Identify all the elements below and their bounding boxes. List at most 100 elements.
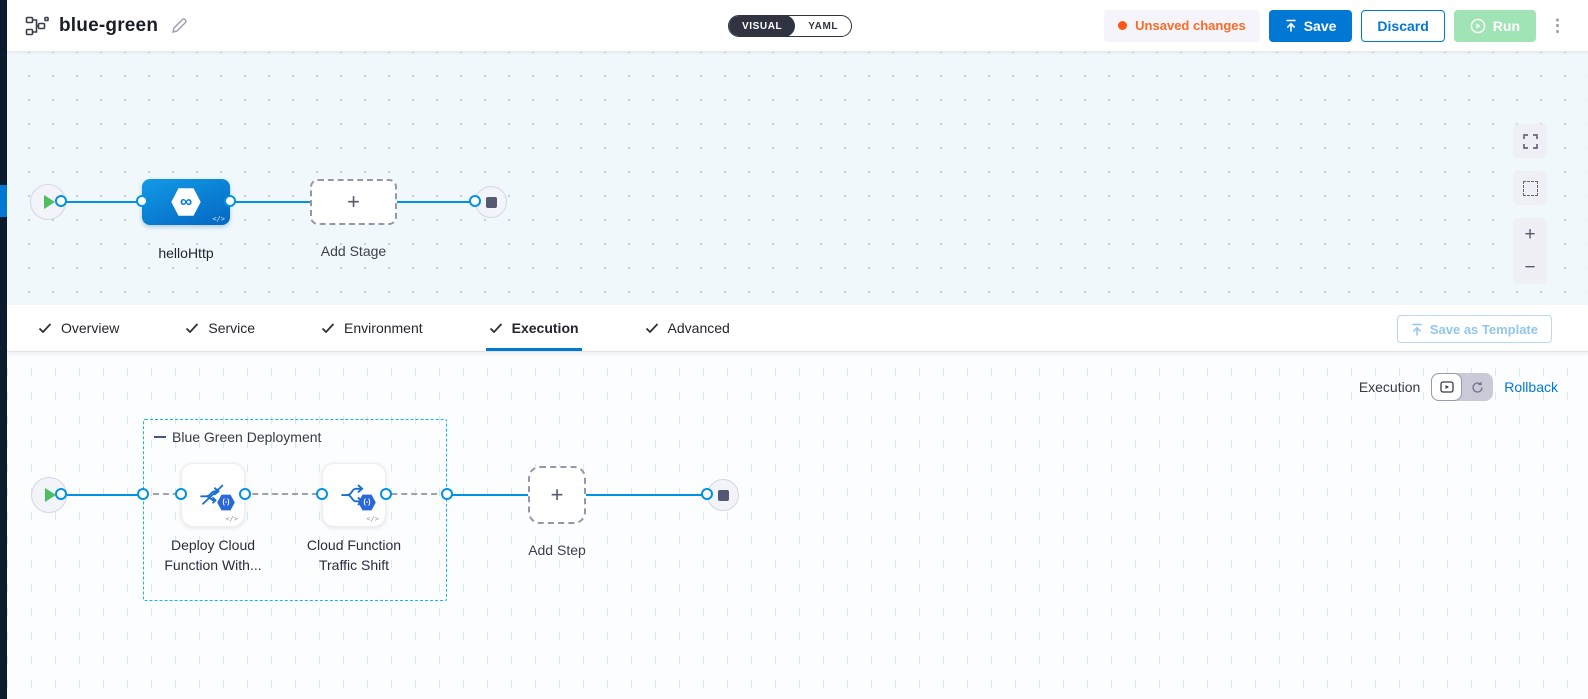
pipeline-studio: blue-green VISUAL YAML Unsaved changes S… [7, 0, 1588, 699]
edit-pencil-icon[interactable] [170, 17, 188, 35]
tab-label: Overview [61, 320, 120, 336]
step-label: Deploy Cloud Function With... [164, 537, 262, 574]
check-icon [38, 323, 52, 334]
step-label: Cloud Function Traffic Shift [306, 537, 402, 574]
tab-overview[interactable]: Overview [35, 305, 122, 351]
tab-advanced[interactable]: Advanced [642, 305, 733, 351]
execution-mode-label: Execution [1358, 379, 1421, 395]
toggle-yaml[interactable]: YAML [808, 20, 839, 32]
execution-mode-switcher: Execution Rollback [1359, 373, 1558, 401]
port-exec-start-out[interactable] [55, 488, 67, 500]
tab-label: Advanced [667, 320, 730, 336]
rollback-circular-arrow-icon [1472, 381, 1483, 393]
pipeline-title: blue-green [59, 14, 159, 36]
tab-label: Execution [511, 320, 579, 336]
stage-node-hellohttp[interactable]: ∞ </> [142, 179, 230, 225]
add-stage-node[interactable]: + [310, 179, 397, 225]
execution-graph-canvas[interactable]: Execution Rollback Blue [7, 352, 1588, 699]
header: blue-green VISUAL YAML Unsaved changes S… [7, 0, 1588, 52]
check-icon [186, 323, 199, 334]
stop-square-icon [485, 196, 497, 208]
deployment-hexagon-icon: ∞ [171, 188, 201, 216]
zoom-controls: + − [1513, 218, 1547, 284]
exec-connector-dashed [143, 493, 447, 495]
toggle-visual[interactable]: VISUAL [729, 16, 796, 36]
template-upload-icon [1412, 323, 1422, 336]
deploy-cloud-function-icon [200, 484, 224, 505]
run-button[interactable]: Run [1453, 9, 1536, 42]
unsaved-label: Unsaved changes [1135, 18, 1246, 33]
save-button[interactable]: Save [1268, 9, 1353, 42]
zoom-in-button[interactable]: + [1524, 224, 1536, 245]
stop-square-icon [717, 489, 729, 501]
zoom-out-button[interactable]: − [1524, 257, 1536, 278]
rollback-link[interactable]: Rollback [1504, 379, 1558, 395]
code-glyph-icon: </> [225, 515, 238, 523]
collapse-minus-icon [154, 436, 166, 438]
step-cloud-function-traffic-shift[interactable]: (-) </> [322, 463, 386, 527]
tab-execution[interactable]: Execution [485, 305, 582, 351]
plus-icon: + [550, 482, 564, 507]
port-step1-in[interactable] [175, 488, 187, 500]
stage-graph-canvas[interactable]: ∞ </> + helloHttp Add Stage + − [7, 52, 1588, 305]
add-step-node[interactable]: + [528, 466, 586, 524]
port-group-out[interactable] [441, 488, 453, 500]
execution-view-icon [1440, 381, 1454, 393]
rollback-view-button[interactable] [1462, 373, 1493, 401]
port-step2-out[interactable] [380, 488, 392, 500]
run-label: Run [1492, 17, 1520, 34]
marquee-select-icon [1522, 180, 1538, 196]
add-step-label: Add Step [528, 542, 586, 558]
stage-config-tabs: Overview Service Environment Execution A… [7, 305, 1588, 352]
check-icon [645, 323, 658, 334]
port-group-in[interactable] [137, 488, 149, 500]
run-play-icon [1470, 18, 1486, 33]
port-start-out[interactable] [55, 195, 67, 207]
start-play-icon [45, 488, 56, 502]
execution-rollback-toggle [1431, 373, 1494, 401]
view-toggle: VISUAL YAML [728, 15, 853, 37]
left-nav-rail[interactable] [0, 0, 7, 699]
save-label: Save [1303, 17, 1337, 34]
unsaved-changes-badge: Unsaved changes [1104, 9, 1260, 42]
plus-icon: + [347, 189, 360, 214]
step-group-header[interactable]: Blue Green Deployment [154, 429, 321, 445]
multi-select-button[interactable] [1513, 171, 1547, 205]
rail-active-indicator [0, 185, 7, 217]
exec-connector-start [47, 494, 143, 496]
tab-label: Environment [344, 320, 423, 336]
port-stage-in[interactable] [136, 195, 148, 207]
save-upload-icon [1285, 19, 1296, 32]
pipeline-icon [25, 16, 49, 35]
port-step2-in[interactable] [316, 488, 328, 500]
tab-label: Service [208, 320, 256, 336]
discard-button[interactable]: Discard [1361, 9, 1445, 42]
add-stage-label: Add Stage [320, 243, 387, 259]
execution-view-button[interactable] [1431, 373, 1463, 401]
step-group-label: Blue Green Deployment [172, 429, 322, 445]
step-group-blue-green-deployment[interactable]: Blue Green Deployment [143, 419, 447, 601]
tab-service[interactable]: Service [182, 305, 258, 351]
port-stage-out[interactable] [224, 195, 236, 207]
tab-environment[interactable]: Environment [318, 305, 426, 351]
start-play-icon [44, 195, 55, 209]
port-end-in[interactable] [469, 195, 481, 207]
stage-connector-line [48, 201, 485, 203]
fullscreen-icon [1522, 133, 1538, 149]
check-icon [321, 323, 335, 334]
step-deploy-cloud-function[interactable]: (-) </> [181, 463, 245, 527]
fullscreen-button[interactable] [1513, 124, 1547, 158]
save-as-template-label: Save as Template [1429, 321, 1538, 337]
header-actions: Unsaved changes Save Discard Run ⋮ [1104, 9, 1570, 42]
unsaved-dot-icon [1118, 21, 1128, 30]
save-as-template-button[interactable]: Save as Template [1396, 315, 1552, 343]
discard-label: Discard [1377, 17, 1429, 34]
port-exec-end-in[interactable] [701, 488, 713, 500]
port-step1-out[interactable] [239, 488, 251, 500]
more-options-kebab-icon[interactable]: ⋮ [1549, 16, 1566, 35]
check-icon [489, 323, 502, 334]
cloud-function-badge-icon: (-) [217, 494, 235, 511]
code-glyph-icon: </> [366, 515, 379, 523]
infinity-glyph: ∞ [179, 192, 193, 211]
stage-name-label: helloHttp [158, 245, 214, 261]
